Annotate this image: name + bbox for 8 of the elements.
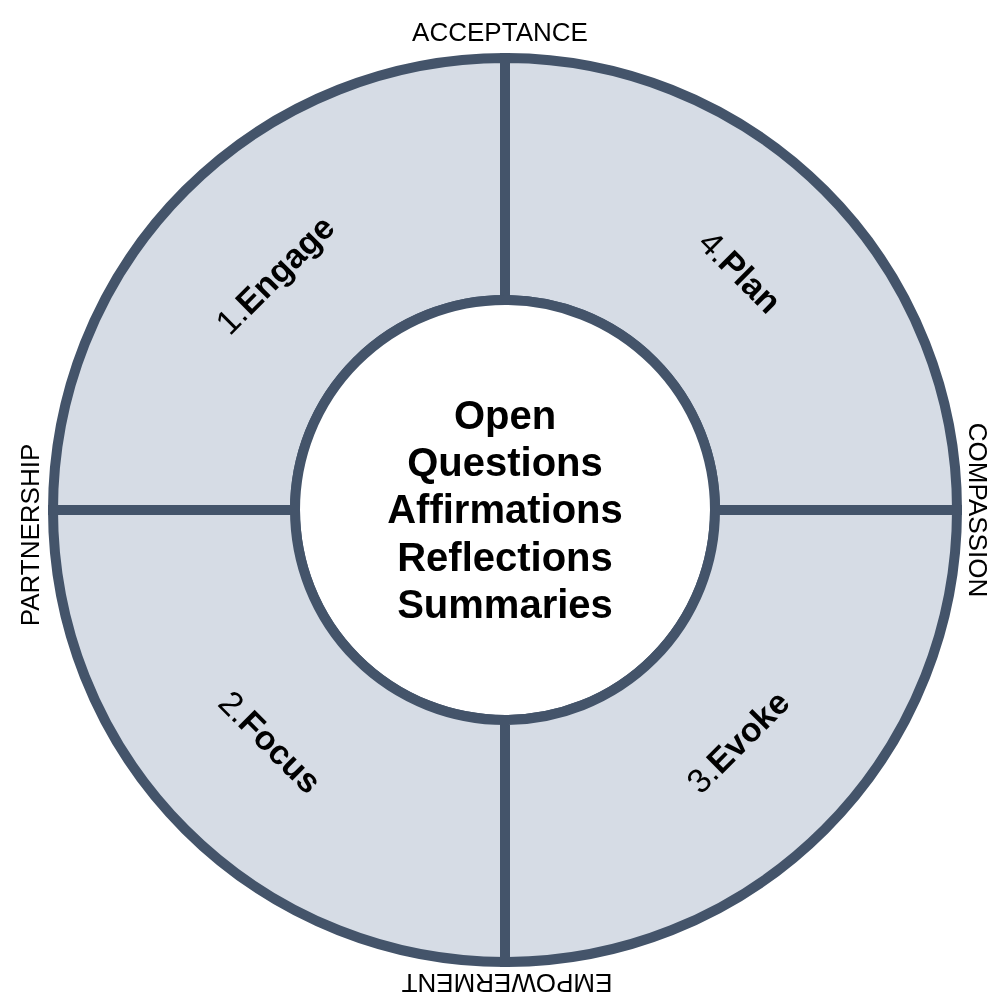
skill-text: Open Questions — [406, 392, 604, 487]
ring-label: COMPASSION — [961, 422, 993, 598]
skill-text: Affirmations — [387, 486, 623, 534]
ring-label: ACCEPTANCE — [412, 16, 588, 48]
ring-label: EMPOWERMENT — [401, 966, 613, 998]
ring-label: PARTNERSHIP — [14, 443, 46, 627]
skill-text: Summaries — [397, 580, 613, 628]
skill-text: Reflections — [397, 533, 613, 581]
